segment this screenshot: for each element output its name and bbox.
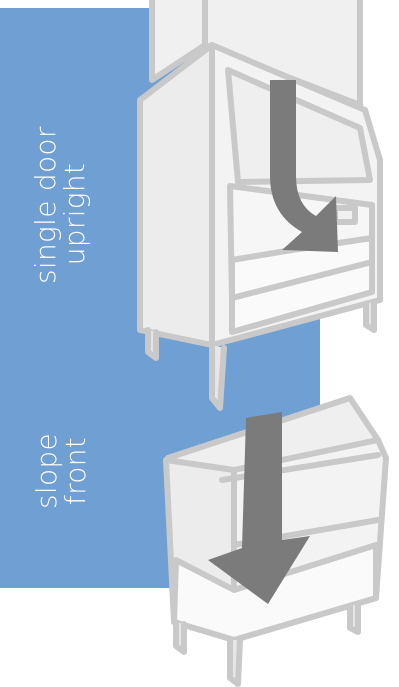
down-arrow-icon [208,412,310,604]
upright-cabinet-side [137,42,215,348]
upright-ice-bin-illustration [137,0,383,411]
curved-down-arrow-icon [270,80,338,252]
